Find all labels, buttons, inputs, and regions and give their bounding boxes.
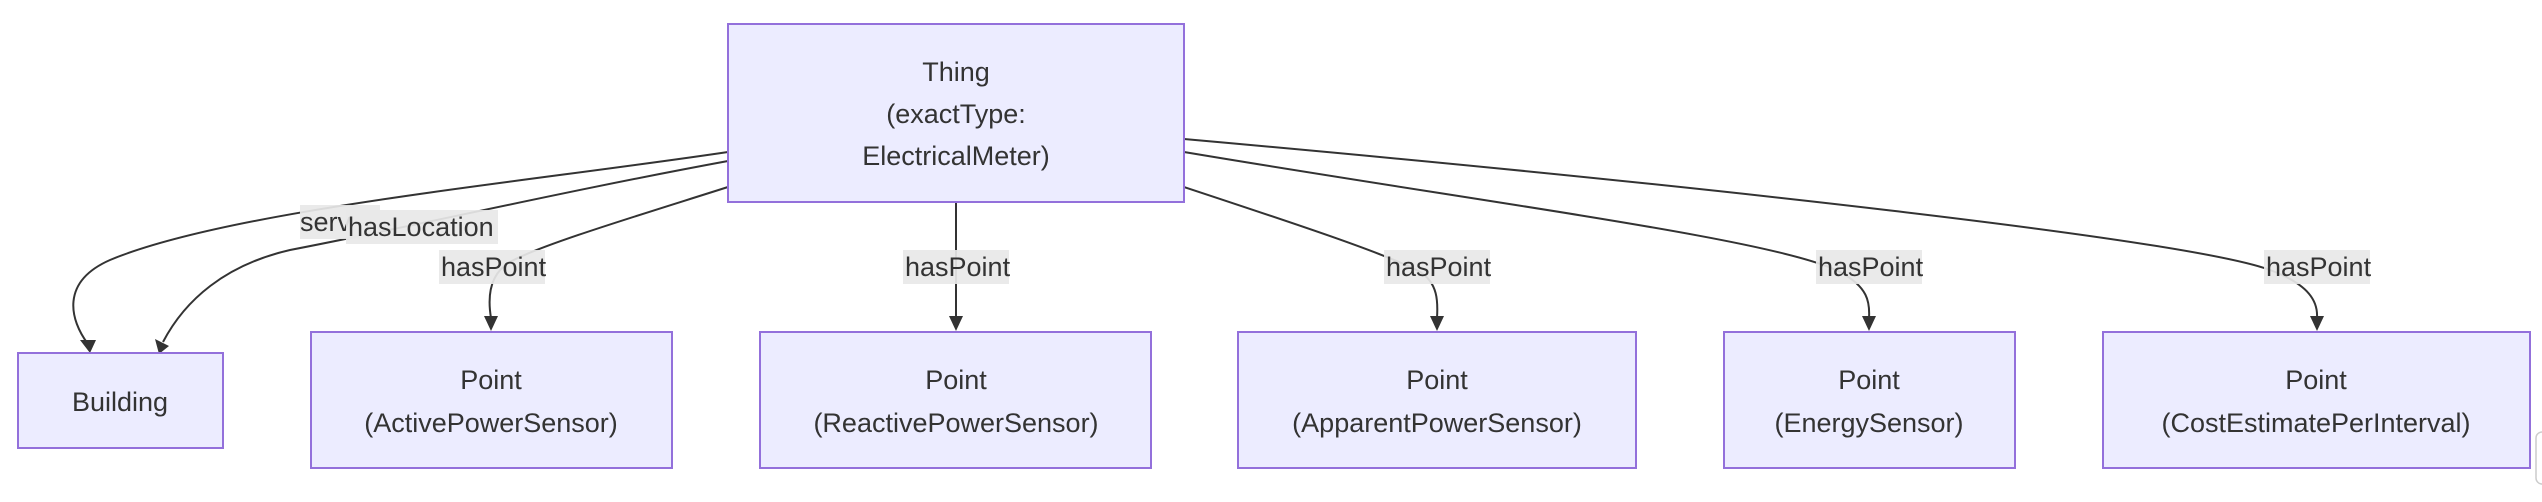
node-building: Building xyxy=(17,352,224,449)
node-active-power-sensor: Point (ActivePowerSensor) xyxy=(310,331,673,469)
node-reactive-line-2: (ReactivePowerSensor) xyxy=(813,408,1098,438)
arrowhead-cost xyxy=(2310,316,2324,331)
node-apparent-line-1: Point xyxy=(1406,365,1468,395)
svg-text:hasPoint: hasPoint xyxy=(1818,252,1924,282)
node-thing-line-3: ElectricalMeter) xyxy=(862,141,1050,171)
edge-stub-element xyxy=(2535,431,2542,485)
node-cost-estimate: Point (CostEstimatePerInterval) xyxy=(2102,331,2531,469)
svg-text:hasLocation: hasLocation xyxy=(348,212,494,242)
node-energy-line-1: Point xyxy=(1838,365,1900,395)
node-active-line-1: Point xyxy=(460,365,522,395)
edge-label-has-point-cost: hasPoint xyxy=(2264,250,2372,284)
node-cost-line-1: Point xyxy=(2285,365,2347,395)
edge-has-point-energy xyxy=(1183,151,1871,319)
edge-label-has-point-energy: hasPoint xyxy=(1816,250,1924,284)
node-energy-sensor: Point (EnergySensor) xyxy=(1723,331,2016,469)
edge-label-has-point-apparent: hasPoint xyxy=(1384,250,1492,284)
svg-text:hasPoint: hasPoint xyxy=(1386,252,1492,282)
node-energy-line-2: (EnergySensor) xyxy=(1774,408,1963,438)
edge-has-point-cost xyxy=(1183,138,2319,319)
node-active-line-2: (ActivePowerSensor) xyxy=(364,408,618,438)
svg-text:hasPoint: hasPoint xyxy=(2266,252,2372,282)
node-thing-line-1: Thing xyxy=(922,57,990,87)
edge-label-has-point-reactive: hasPoint xyxy=(903,250,1011,284)
edges xyxy=(72,138,2324,354)
edge-label-has-location: hasLocation xyxy=(346,210,498,244)
edge-label-serves: serv xyxy=(300,205,380,239)
node-thing: Thing (exactType: ElectricalMeter) xyxy=(727,23,1185,203)
node-thing-line-2: (exactType: xyxy=(886,99,1026,129)
edge-serves xyxy=(72,151,729,345)
arrowhead-serves xyxy=(80,340,96,353)
arrowhead-has-location xyxy=(155,339,169,354)
arrowhead-energy xyxy=(1862,316,1876,331)
arrowhead-reactive xyxy=(949,316,963,331)
svg-text:serv: serv xyxy=(300,207,352,237)
arrowhead-apparent xyxy=(1430,316,1444,331)
arrowhead-active xyxy=(484,316,498,331)
node-reactive-power-sensor: Point (ReactivePowerSensor) xyxy=(759,331,1152,469)
edge-label-has-point-active: hasPoint xyxy=(439,250,547,284)
node-building-label: Building xyxy=(72,387,168,417)
node-cost-line-2: (CostEstimatePerInterval) xyxy=(2161,408,2470,438)
svg-text:hasPoint: hasPoint xyxy=(905,252,1011,282)
node-apparent-line-2: (ApparentPowerSensor) xyxy=(1292,408,1582,438)
svg-text:hasPoint: hasPoint xyxy=(441,252,547,282)
node-reactive-line-1: Point xyxy=(925,365,987,395)
nodes: Thing (exactType: ElectricalMeter) Build… xyxy=(17,23,2531,469)
node-apparent-power-sensor: Point (ApparentPowerSensor) xyxy=(1237,331,1637,469)
edge-labels: serv hasLocation hasPoint hasPoint hasPo… xyxy=(300,205,2372,284)
